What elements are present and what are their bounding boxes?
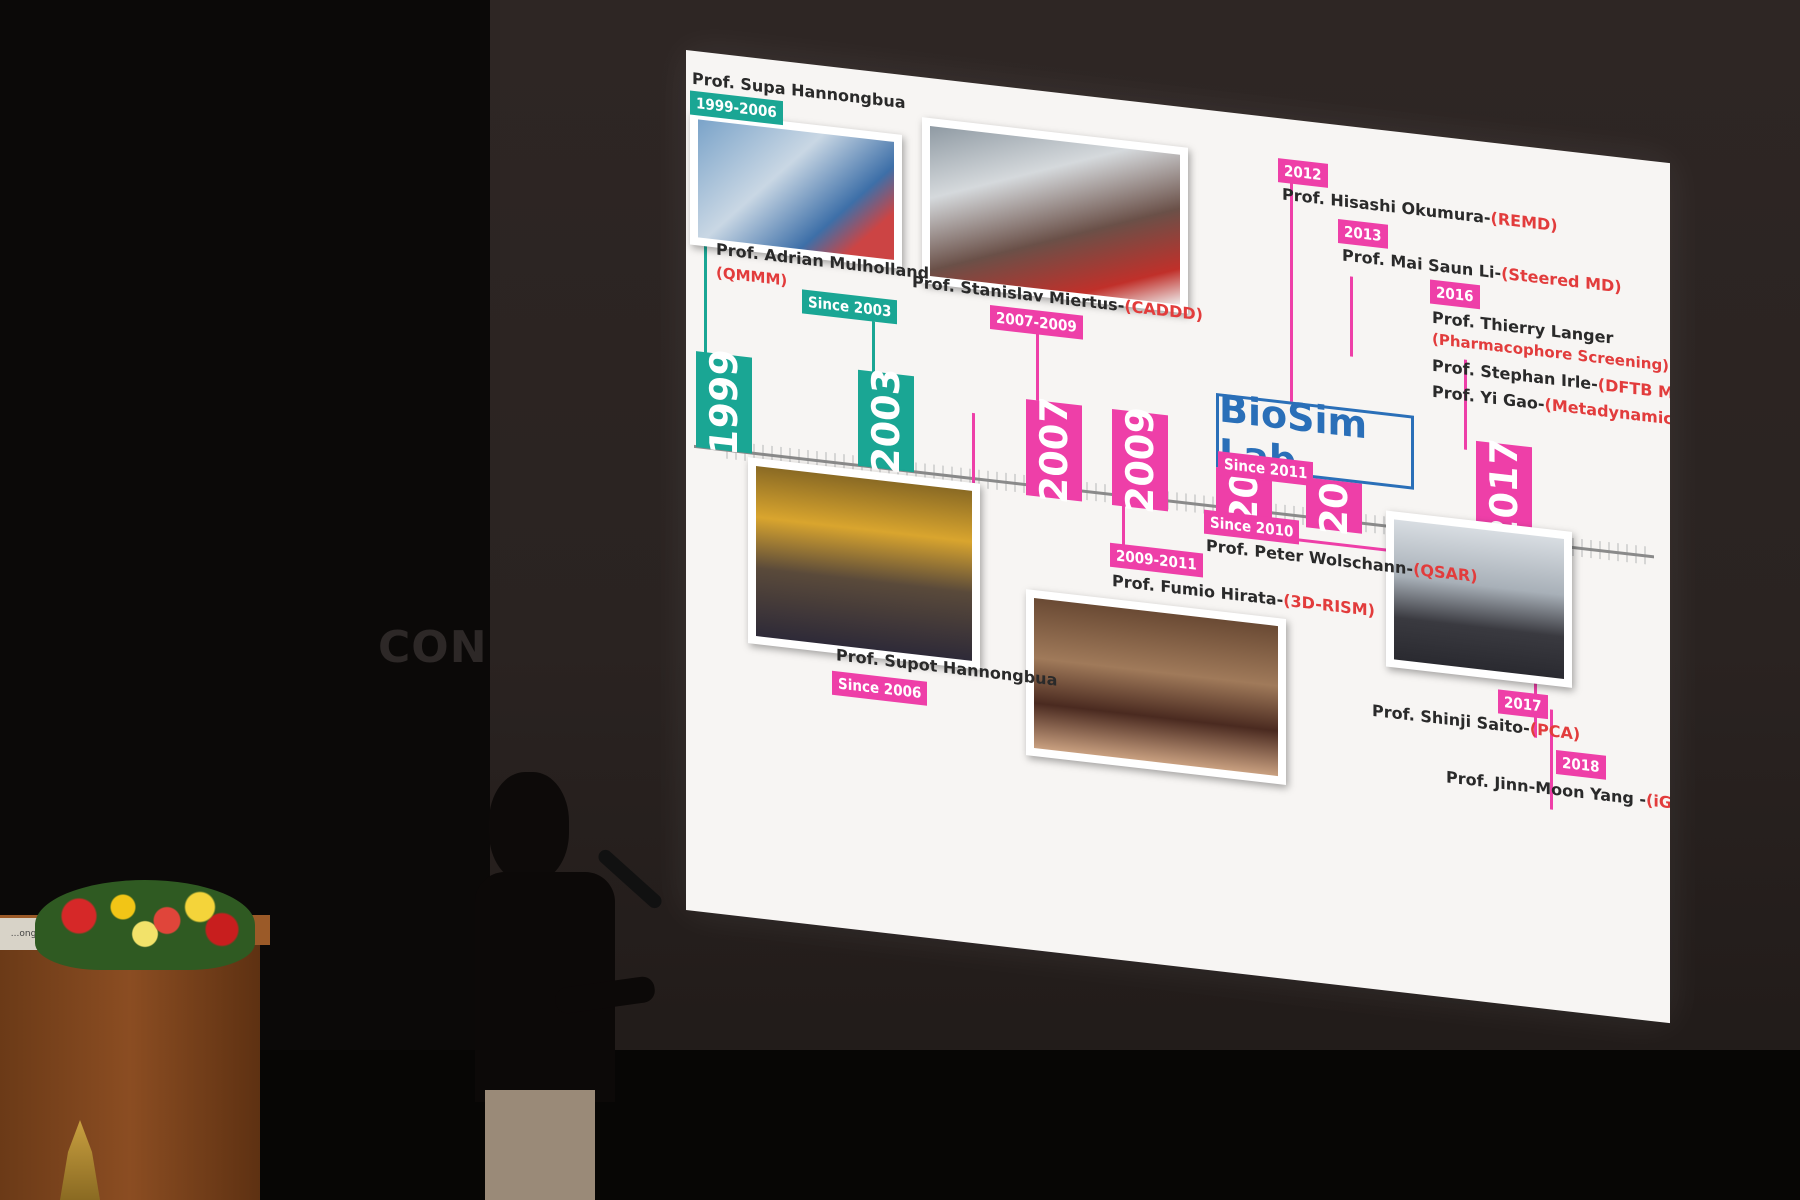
photo-image (756, 466, 972, 661)
photo-image (1034, 598, 1278, 777)
period-okumura: 2012 (1278, 158, 1328, 188)
connector-2012 (1290, 179, 1293, 430)
speaker-skirt (485, 1090, 595, 1200)
label-maisaunli: Prof. Mai Saun Li-(Steered MD) (1342, 245, 1622, 297)
year-1999: 1999 (696, 347, 752, 458)
timeline-slide: 1999 2003 2007 2009 2011 2013 2017 BioSi… (686, 50, 1670, 1024)
year-2003: 2003 (858, 366, 914, 476)
label-yang: Prof. Jinn-Moon Yang -(iGemdock) (1446, 767, 1670, 822)
podium (0, 930, 260, 1200)
period-langer: 2016 (1430, 279, 1480, 310)
method-mulholland: (QMMM) (716, 263, 788, 290)
year-2007: 2007 (1026, 395, 1082, 506)
period-supot: Since 2006 (832, 670, 928, 706)
connector-supot (972, 412, 975, 484)
wall-lettering: CON (378, 622, 488, 673)
connector-2013 (1350, 276, 1353, 357)
period-maisaunli: 2013 (1338, 218, 1388, 249)
period-saito: 2017 (1498, 689, 1548, 720)
photo-image (1394, 519, 1564, 679)
photo-image (698, 119, 894, 260)
photo-dinner-group (1026, 589, 1286, 785)
flower-arrangement (35, 880, 255, 970)
period-yang: 2018 (1556, 750, 1606, 780)
photo-saito-group (1386, 510, 1572, 688)
label-saito: Prof. Shinji Saito-(PCA) (1372, 700, 1581, 744)
photo-supot-group (748, 457, 980, 670)
stage-floor (0, 1050, 1800, 1200)
period-mulholland: Since 2003 (802, 289, 898, 325)
label-okumura: Prof. Hisashi Okumura-(REMD) (1282, 184, 1558, 236)
speaker-head (489, 772, 569, 882)
year-2009: 2009 (1112, 405, 1168, 516)
speaker-silhouette (475, 772, 657, 1200)
